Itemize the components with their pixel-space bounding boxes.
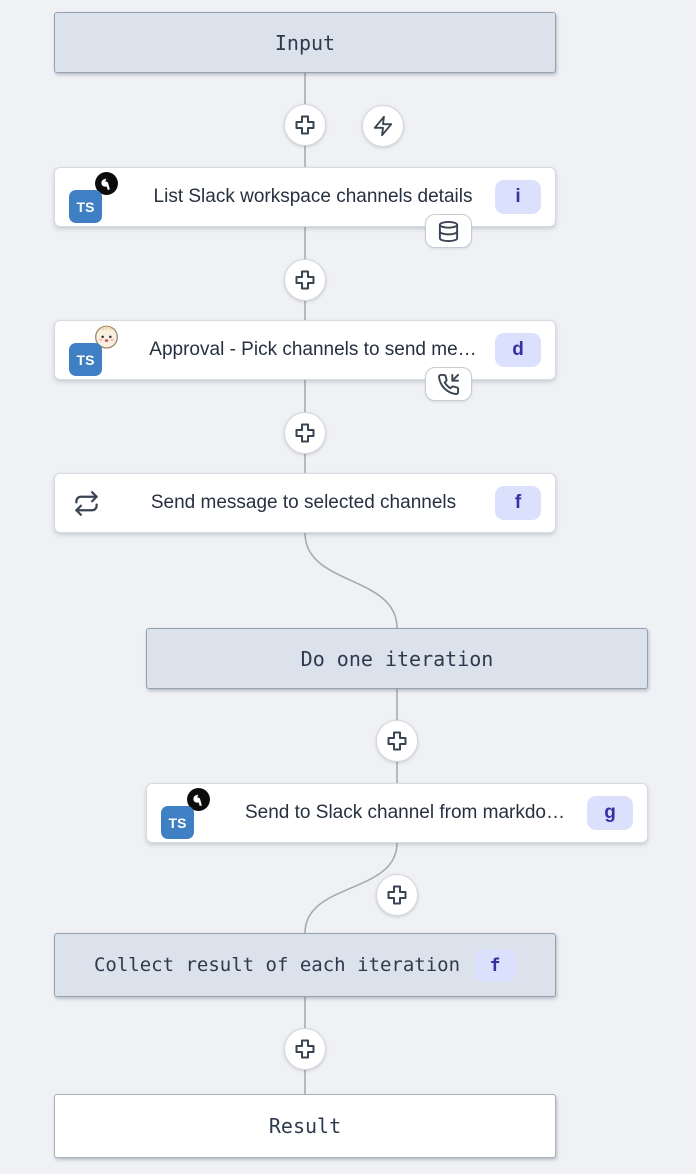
- edge-step3-doiteration: [304, 532, 398, 629]
- repeat-icon: [73, 490, 100, 517]
- ts-logo: TS: [161, 806, 194, 839]
- loop-do-iteration-node[interactable]: Do one iteration: [146, 628, 648, 689]
- step-send-to-slack-markdown[interactable]: TS Send to Slack channel from markdo… g: [146, 783, 648, 843]
- loop-collect-result-label: Collect result of each iteration: [93, 954, 461, 976]
- loop-id-badge: f: [474, 949, 517, 981]
- add-step-button[interactable]: [284, 1028, 326, 1070]
- add-step-button[interactable]: [376, 874, 418, 916]
- step-label: List Slack workspace channels details: [153, 186, 473, 207]
- flow-result-label: Result: [268, 1114, 342, 1138]
- plus-icon: [387, 731, 407, 751]
- edge-step4-collect: [304, 842, 398, 934]
- add-step-button[interactable]: [284, 104, 326, 146]
- plus-icon: [295, 1039, 315, 1059]
- step-approval-pick-channels[interactable]: TS Approval - Pick channels to send me… …: [54, 320, 556, 380]
- deno-icon: [95, 172, 118, 195]
- loop-do-iteration-label: Do one iteration: [300, 646, 494, 671]
- flow-input-node[interactable]: Input: [54, 12, 556, 73]
- plus-icon: [387, 885, 407, 905]
- add-step-button[interactable]: [284, 412, 326, 454]
- bun-icon: [95, 325, 118, 349]
- step-id-badge: g: [587, 796, 633, 830]
- step-label: Send to Slack channel from markdo…: [245, 802, 565, 823]
- add-step-button[interactable]: [284, 259, 326, 301]
- step-forloop-send-message[interactable]: Send message to selected channels f: [54, 473, 556, 533]
- add-trigger-button[interactable]: [362, 105, 404, 147]
- deno-icon: [187, 788, 210, 811]
- typescript-icon: TS: [69, 324, 119, 376]
- step-label: Approval - Pick channels to send me…: [149, 339, 477, 360]
- step-id-badge: d: [495, 333, 541, 367]
- zap-icon: [373, 115, 393, 137]
- database-icon: [438, 220, 459, 242]
- step-label: Send message to selected channels: [150, 492, 457, 513]
- phone-incoming-icon: [438, 373, 460, 395]
- plus-icon: [295, 115, 315, 135]
- ts-logo: TS: [69, 190, 102, 223]
- ts-logo: TS: [69, 343, 102, 376]
- step-id-badge: f: [495, 486, 541, 520]
- typescript-icon: TS: [161, 787, 211, 839]
- loop-collect-result-node[interactable]: Collect result of each iteration f: [54, 933, 556, 997]
- suspend-indicator-chip: [425, 367, 472, 401]
- add-step-button[interactable]: [376, 720, 418, 762]
- typescript-icon: TS: [69, 171, 119, 223]
- plus-icon: [295, 423, 315, 443]
- step-list-slack-channels[interactable]: TS List Slack workspace channels details…: [54, 167, 556, 227]
- flow-result-node[interactable]: Result: [54, 1094, 556, 1158]
- cache-indicator-chip: [425, 214, 472, 248]
- step-id-badge: i: [495, 180, 541, 214]
- plus-icon: [295, 270, 315, 290]
- flow-input-label: Input: [274, 30, 336, 55]
